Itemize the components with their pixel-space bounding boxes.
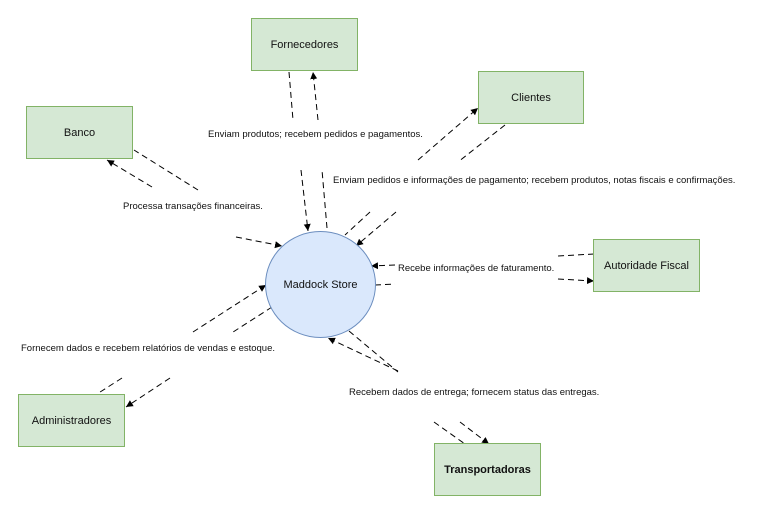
entity-label-banco: Banco: [63, 126, 96, 139]
flow-arrow-store-to-transp: [433, 421, 466, 445]
entity-label-transportadoras: Transportadoras: [444, 463, 531, 476]
flow-arrow-fornecedores-out: [310, 71, 319, 121]
entity-label-fornecedores: Fornecedores: [270, 38, 339, 51]
flow-label-clientes: Enviam pedidos e informações de pagament…: [333, 175, 736, 187]
flow-arrow-banco-in: [106, 159, 153, 188]
flow-arrow-autoridade-in: [557, 253, 595, 257]
flow-arrow-banco-out: [133, 149, 199, 191]
flow-label-fornecedores: Enviam produtos; recebem pedidos e pagam…: [208, 129, 423, 141]
entity-clientes[interactable]: Clientes: [478, 71, 584, 124]
flow-arrow-fornecedores-out: [321, 169, 328, 229]
flow-label-autoridade-fiscal: Recebe informações de faturamento.: [398, 263, 555, 275]
flow-label-transportadoras: Recebem dados de entrega; fornecem statu…: [349, 387, 600, 399]
flow-arrow-fornecedores-in: [300, 169, 311, 232]
entity-label-clientes: Clientes: [511, 91, 551, 104]
process-maddock-store[interactable]: Maddock Store: [265, 231, 376, 338]
entity-fornecedores[interactable]: Fornecedores: [251, 18, 358, 71]
entity-administradores[interactable]: Administradores: [18, 394, 125, 447]
flow-arrow-store-to-admin: [125, 377, 171, 408]
flow-label-administradores: Fornecem dados e recebem relatórios de v…: [21, 343, 276, 355]
flow-arrow-store-to-admin: [229, 306, 273, 335]
flow-arrow-store-to-transp: [348, 330, 399, 373]
flow-arrow-clientes-other: [344, 211, 371, 236]
entity-label-administradores: Administradores: [31, 414, 112, 427]
flow-arrow-banco-to-store: [235, 236, 283, 249]
entity-banco[interactable]: Banco: [26, 106, 133, 159]
flow-arrow-admin-out: [96, 377, 123, 395]
flow-arrow-clientes-in: [457, 124, 506, 163]
entity-transportadoras[interactable]: Transportadoras: [434, 443, 541, 496]
entity-autoridade-fiscal[interactable]: Autoridade Fiscal: [593, 239, 700, 292]
process-label: Maddock Store: [283, 278, 358, 291]
flow-arrow-fornecedores-in: [288, 71, 294, 121]
flow-arrow-clientes-in: [355, 211, 397, 247]
flow-arrow-autoridade-to-store: [370, 262, 396, 270]
flow-arrow-transp-to-store: [327, 337, 399, 372]
flow-arrow-clientes-out: [417, 107, 479, 161]
flow-arrow-store-to-transp: [459, 421, 490, 445]
flow-arrow-admin-to-store: [192, 284, 267, 333]
flow-arrow-store-to-autoridade: [557, 277, 595, 285]
entity-label-autoridade-fiscal: Autoridade Fiscal: [604, 259, 689, 272]
flow-arrow-store-to-autoridade: [374, 283, 396, 286]
flow-label-banco: Processa transações financeiras.: [123, 201, 263, 213]
